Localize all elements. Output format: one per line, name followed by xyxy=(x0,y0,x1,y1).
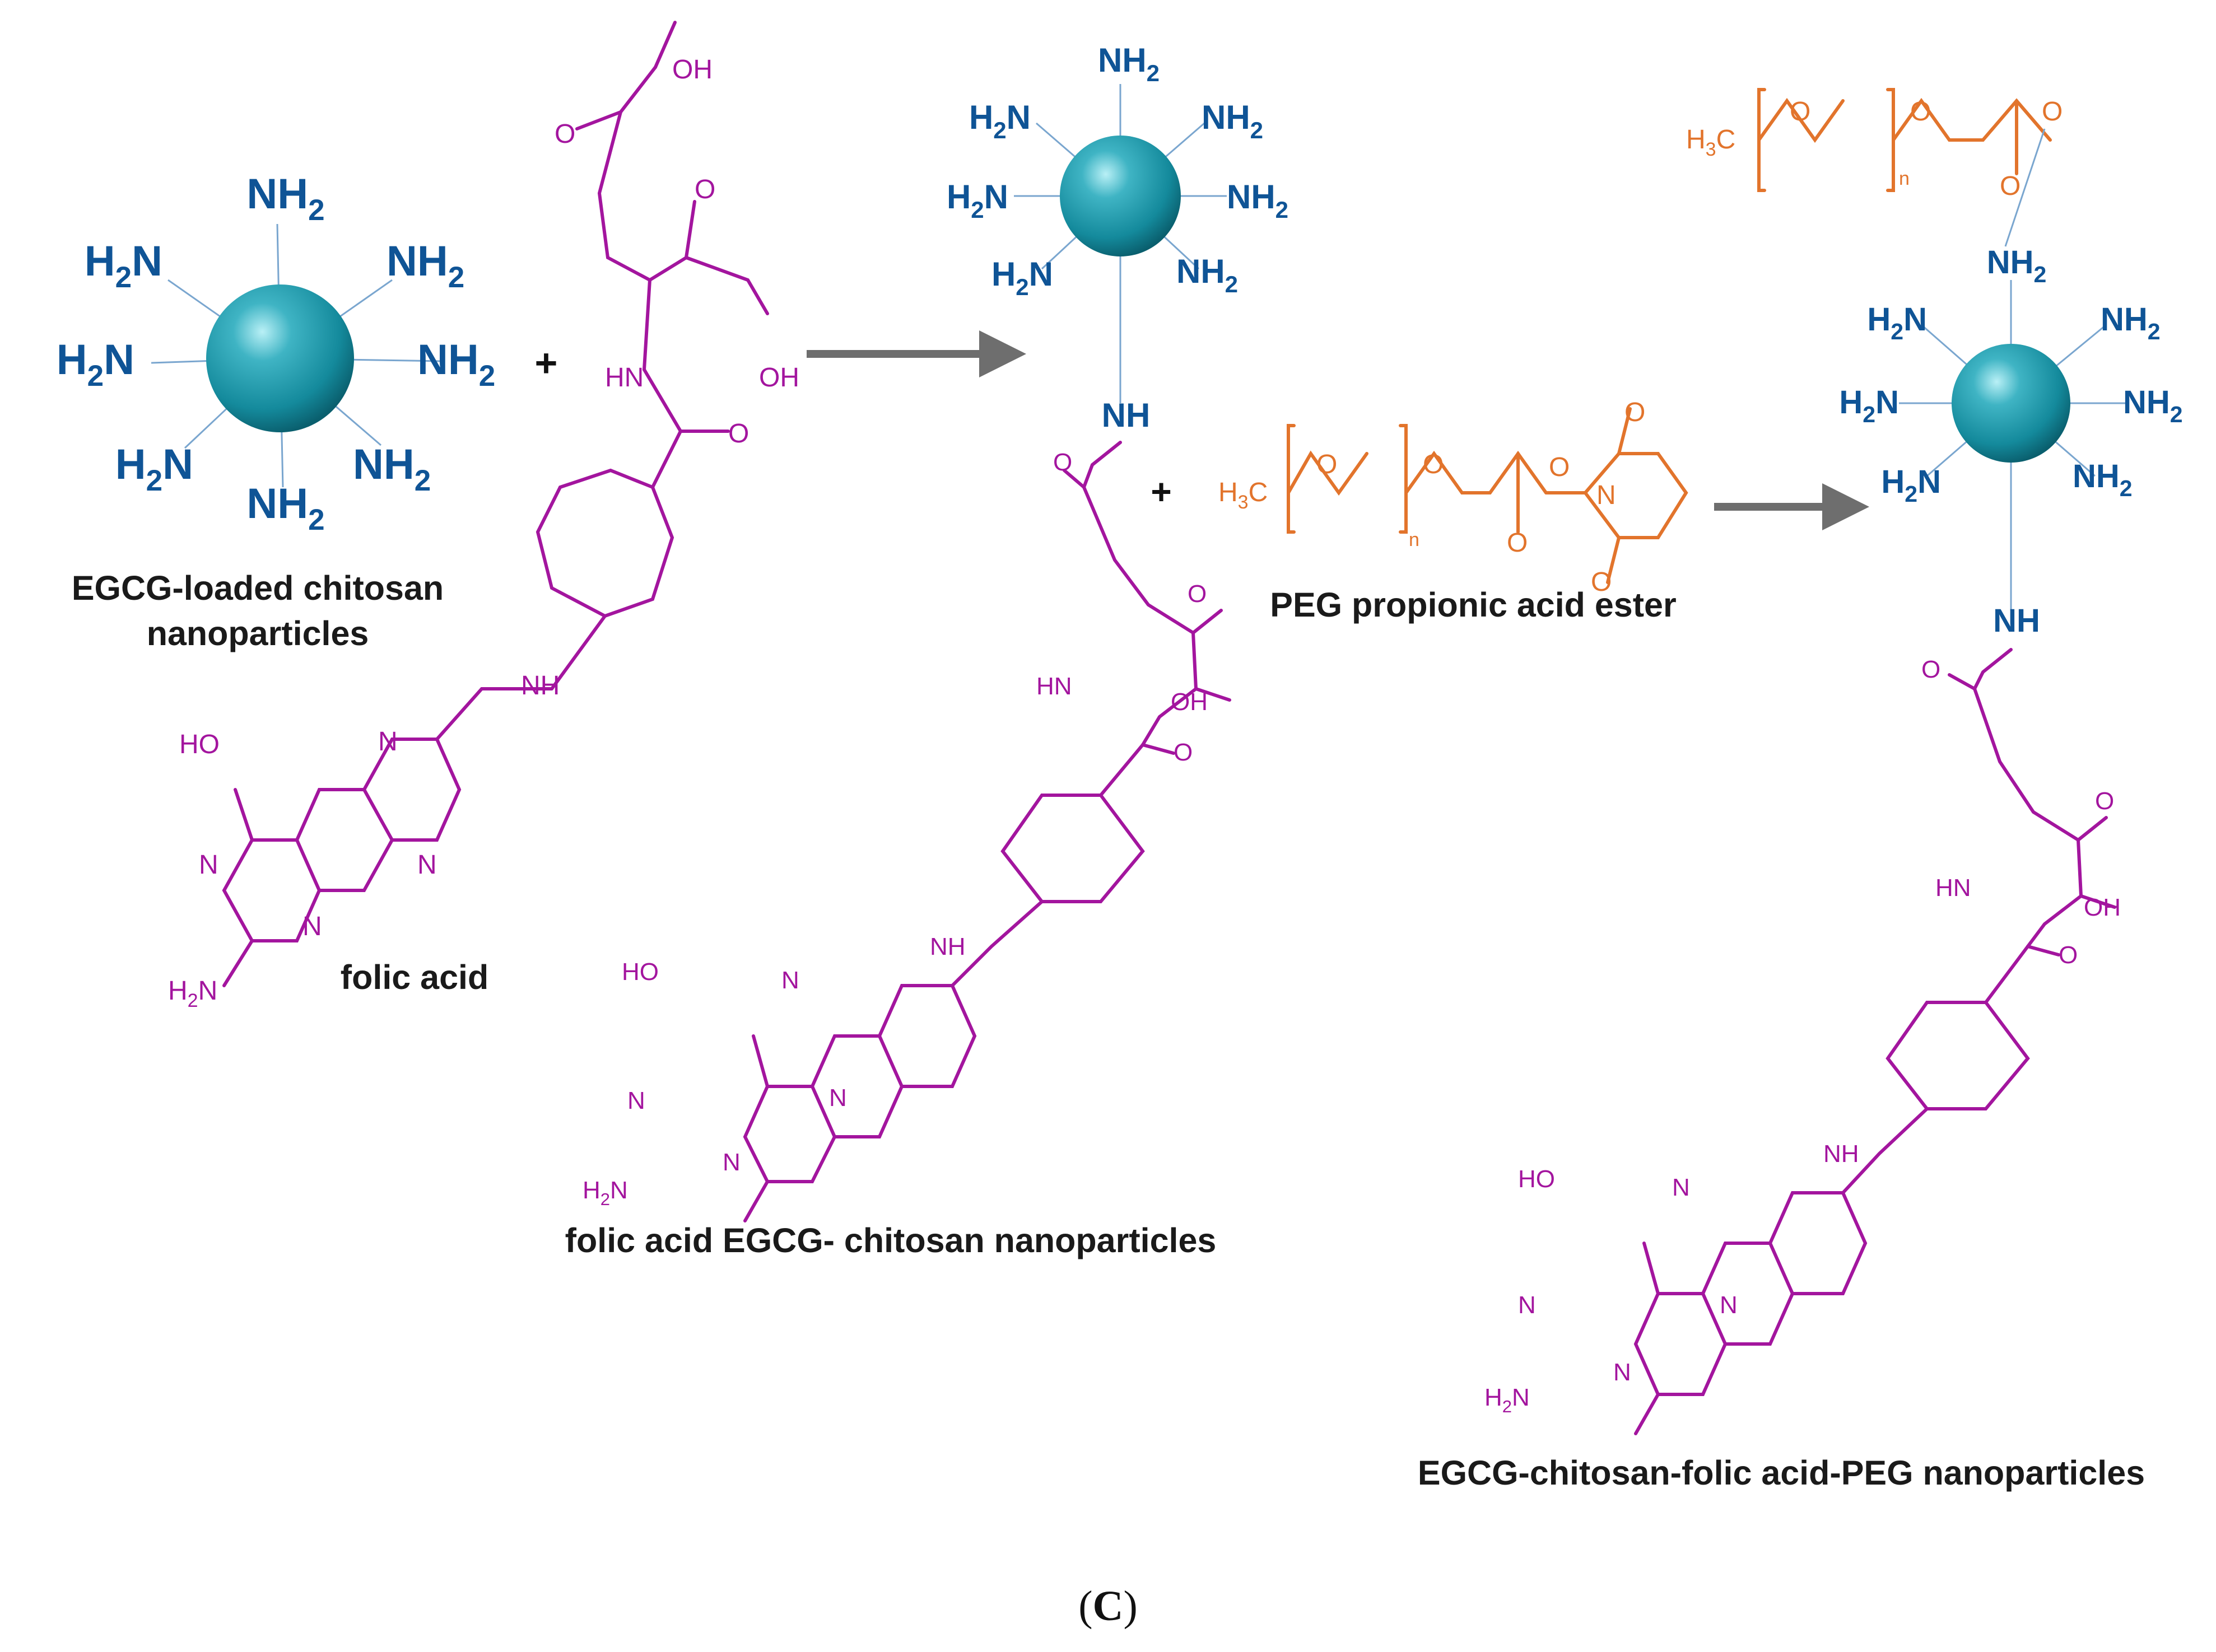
svg-text:n: n xyxy=(1899,168,1910,189)
svg-text:H2N: H2N xyxy=(1867,301,1927,344)
svg-text:H2N: H2N xyxy=(947,178,1008,223)
svg-text:O: O xyxy=(2059,941,2078,969)
peg-o6: O xyxy=(1591,567,1612,597)
svg-text:O: O xyxy=(1921,656,1940,683)
fa-n4: N xyxy=(417,850,437,880)
svg-text:N: N xyxy=(829,1084,847,1112)
peg-o2: O xyxy=(1423,450,1444,479)
amine-bottom: NH2 xyxy=(246,480,324,536)
svg-text:OH: OH xyxy=(1171,688,1208,716)
svg-text:H2N: H2N xyxy=(583,1177,628,1209)
svg-text:N: N xyxy=(1613,1359,1631,1386)
svg-text:NH2: NH2 xyxy=(1176,253,1238,297)
svg-text:O: O xyxy=(2000,171,2021,201)
peg-o4: O xyxy=(1549,452,1570,482)
amine-right: NH2 xyxy=(417,336,495,393)
fa-n3: N xyxy=(302,912,322,941)
peg-o3: O xyxy=(1507,528,1528,558)
amine-top: NH2 xyxy=(246,170,324,227)
amine-upper-left: H2N xyxy=(85,237,162,294)
fa-o-acid: O xyxy=(695,175,715,204)
svg-text:H2N: H2N xyxy=(1881,464,1941,507)
fa-oh-top: OH xyxy=(672,55,713,85)
fa-n2: N xyxy=(199,850,218,880)
fa-n1: N xyxy=(378,727,398,757)
svg-text:O: O xyxy=(1790,97,1810,127)
svg-text:NH: NH xyxy=(1823,1140,1859,1168)
caption-chitosan-nanoparticles: EGCG-loaded chitosan nanoparticles xyxy=(71,569,444,652)
amine-lower-left: H2N xyxy=(115,441,193,497)
svg-text:N: N xyxy=(1518,1291,1536,1319)
caption-peg-ester: PEG propionic acid ester xyxy=(1270,586,1677,624)
fa-nh: NH xyxy=(521,671,560,701)
svg-text:O: O xyxy=(1174,739,1193,766)
svg-text:NH2: NH2 xyxy=(2101,301,2161,344)
svg-text:NH2: NH2 xyxy=(1227,178,1288,223)
caption-folic-acid-chitosan-nanoparticles: folic acid EGCG- chitosan nanoparticles xyxy=(565,1221,1217,1259)
chitosan-nanoparticle-1: NH2 NH2 NH2 NH2 NH2 H2N H2N H2N xyxy=(57,170,496,536)
fa-o-amide: O xyxy=(728,419,749,449)
svg-text:HO: HO xyxy=(1518,1165,1555,1193)
svg-text:O: O xyxy=(1188,580,1207,608)
svg-text:NH2: NH2 xyxy=(2123,384,2183,427)
fa-oh-acid: OH xyxy=(759,363,799,393)
svg-text:H2N: H2N xyxy=(969,99,1031,143)
peg-o1: O xyxy=(1316,450,1337,479)
svg-text:HN: HN xyxy=(1036,673,1072,700)
svg-text:NH2: NH2 xyxy=(1987,244,2047,287)
svg-text:NH2: NH2 xyxy=(1098,41,1160,86)
svg-text:N: N xyxy=(627,1087,645,1114)
peg-h3c: H3C xyxy=(1218,478,1268,513)
svg-text:N: N xyxy=(1672,1174,1690,1201)
svg-text:O: O xyxy=(2042,97,2063,127)
peg-folate-nanoparticle: H3C O O n O O NH2 NH2 NH2 NH2 H2N H2N H2… xyxy=(1484,88,2183,1435)
panel-label: (C) xyxy=(1078,1583,1138,1630)
svg-text:N: N xyxy=(781,967,799,994)
amine-upper-right: NH2 xyxy=(387,237,464,294)
svg-text:NH: NH xyxy=(1102,396,1151,434)
amine-left: H2N xyxy=(57,336,134,393)
fa-hn: HN xyxy=(605,363,644,393)
peg-nhs-ester-structure xyxy=(1287,407,1688,584)
caption-folic-acid: folic acid xyxy=(340,958,489,996)
folic-acid-structure xyxy=(222,21,769,987)
peg-n: N xyxy=(1596,480,1616,510)
plus-sign-1: + xyxy=(535,341,558,385)
svg-text:OH: OH xyxy=(2084,894,2121,921)
nanoparticle-sphere-icon xyxy=(206,284,354,432)
plus-sign-2: + xyxy=(1151,472,1171,512)
chitosan-nanoparticle-2: NH2 NH2 NH2 NH2 H2N H2N H2N NH xyxy=(947,41,1288,434)
svg-text:N: N xyxy=(723,1149,741,1176)
nanoparticle-sphere-icon xyxy=(1060,136,1181,256)
fa-o-top: O xyxy=(555,119,575,149)
svg-text:N: N xyxy=(1720,1291,1738,1319)
nanoparticle-sphere-icon xyxy=(1952,344,2070,463)
peg-rep-n: n xyxy=(1409,529,1419,550)
svg-text:NH: NH xyxy=(1993,603,2040,639)
peg-o5: O xyxy=(1624,398,1645,427)
caption-final-nanoparticles: EGCG-chitosan-folic acid-PEG nanoparticl… xyxy=(1417,1454,2145,1492)
svg-text:NH: NH xyxy=(930,933,966,960)
svg-text:O: O xyxy=(1910,97,1931,127)
svg-text:H2N: H2N xyxy=(1484,1384,1530,1416)
svg-text:NH2: NH2 xyxy=(1202,99,1263,143)
svg-text:HN: HN xyxy=(1935,874,1971,902)
svg-text:HO: HO xyxy=(622,958,659,986)
svg-text:H3C: H3C xyxy=(1686,125,1735,160)
svg-text:H2N: H2N xyxy=(1839,384,1899,427)
svg-text:O: O xyxy=(2095,787,2114,815)
fa-h2n: H2N xyxy=(168,976,217,1011)
amine-lower-right: NH2 xyxy=(353,441,431,497)
svg-text:NH2: NH2 xyxy=(2073,458,2133,501)
svg-text:H2N: H2N xyxy=(991,255,1053,300)
svg-text:O: O xyxy=(1053,449,1072,476)
fa-ho: HO xyxy=(179,730,220,759)
